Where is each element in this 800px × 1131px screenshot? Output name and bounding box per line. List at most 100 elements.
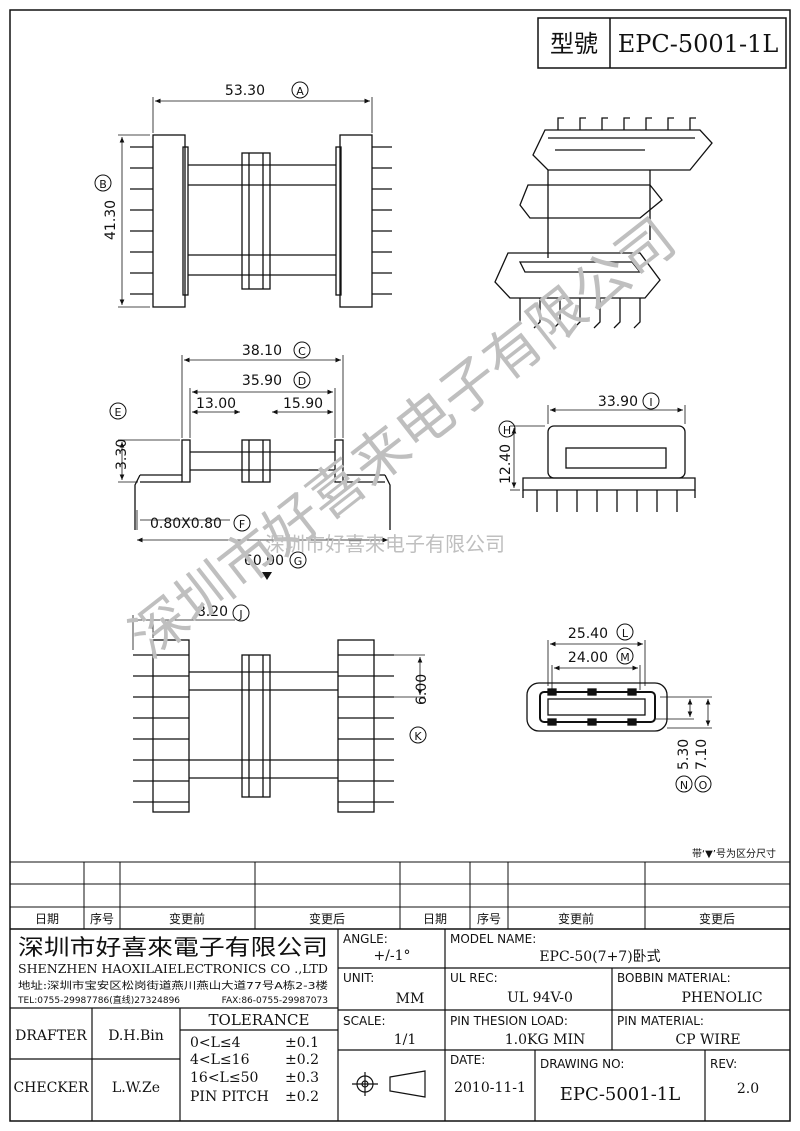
angle-value: +/-1° (373, 948, 410, 964)
tolerance-value-4: ±0.2 (285, 1089, 319, 1105)
label-d-badge: D (293, 371, 311, 389)
date-label: DATE: (450, 1053, 485, 1067)
tolerance-value-1: ±0.1 (285, 1035, 319, 1051)
pin-load-value: 1.0KG MIN (505, 1032, 585, 1048)
end-view (526, 640, 712, 732)
watermark-horizontal: 深圳市好喜来电子有限公司 (265, 532, 505, 556)
dim-j-value: 8.20 (197, 604, 228, 620)
distinguish-note: 带‘▼’号为区分尺寸 (692, 847, 776, 860)
dim-g-value: 60.00 (244, 553, 284, 569)
pin-load-label: PIN THESION LOAD: (450, 1014, 568, 1028)
dim-e-value: 3.30 (114, 439, 130, 470)
company-fax: FAX:86-0755-29987073 (222, 996, 328, 1006)
rev-before-right: 变更前 (558, 911, 594, 926)
revision-table (10, 861, 790, 930)
drawing-no-value: EPC-5001-1L (560, 1084, 680, 1105)
label-c-badge: C (293, 341, 311, 359)
rev-date-left: 日期 (35, 912, 59, 926)
dim-k-value: 6.00 (414, 674, 430, 705)
company-address: 地址:深圳市宝安区松岗街道燕川燕山大道77号A栋2-3楼 (18, 979, 328, 992)
dim-d-value: 35.90 (242, 373, 282, 389)
model-name-value: EPC-50(7+7)卧式 (539, 949, 660, 965)
svg-text:N: N (680, 779, 688, 792)
svg-text:H: H (503, 424, 511, 437)
rev-label: REV: (710, 1057, 737, 1071)
rev-seq-left: 序号 (90, 911, 114, 926)
front-view (118, 355, 391, 543)
label-n-badge: N (675, 775, 693, 793)
company-name-cn: 深圳市好喜來電子有限公司 (18, 936, 328, 961)
rev-after-left: 变更后 (309, 911, 345, 926)
drafter-label: DRAFTER (15, 1028, 87, 1044)
label-l-badge: L (616, 623, 634, 641)
dim-m-value: 24.00 (568, 650, 608, 666)
tolerance-range-4: PIN PITCH (190, 1089, 269, 1105)
label-a-badge: A (291, 81, 309, 99)
tolerance-value-3: ±0.3 (285, 1070, 319, 1086)
svg-text:K: K (414, 730, 422, 743)
date-value: 2010-11-1 (454, 1080, 526, 1096)
label-f-badge: F (233, 514, 251, 532)
watermark-diagonal: 深圳市好喜来电子有限公司 (119, 206, 689, 671)
svg-text:G: G (294, 555, 303, 568)
svg-text:J: J (238, 608, 242, 621)
dim-i-value: 33.90 (598, 394, 638, 410)
model-value: EPC-5001-1L (618, 30, 779, 58)
rev-seq-right: 序号 (477, 911, 501, 926)
dim-a-value: 53.30 (225, 83, 265, 99)
ul-rec-value: UL 94V-0 (507, 990, 573, 1006)
bobbin-material-value: PHENOLIC (681, 990, 762, 1006)
title-block-grid (10, 929, 790, 1121)
tolerance-title: TOLERANCE (209, 1011, 310, 1029)
sheet-border (9, 9, 791, 1122)
svg-text:E: E (115, 406, 122, 419)
tolerance-range-3: 16<L≤50 (190, 1070, 258, 1086)
unit-value: MM (396, 991, 425, 1007)
tolerance-range-2: 4<L≤16 (190, 1052, 250, 1068)
drafter-value: D.H.Bin (108, 1028, 164, 1044)
checker-label: CHECKER (13, 1080, 89, 1096)
top-view (118, 97, 392, 308)
rev-date-right: 日期 (423, 912, 447, 926)
scale-value: 1/1 (394, 1032, 417, 1048)
dim-n-value: 5.30 (676, 739, 692, 770)
drawing-no-label: DRAWING NO: (540, 1057, 624, 1071)
isometric-view (494, 117, 713, 329)
label-k-badge: K (409, 726, 427, 744)
distinguish-mark-icon (262, 572, 272, 580)
svg-text:L: L (622, 627, 629, 640)
dim-o-value: 7.10 (694, 739, 710, 770)
company-tel: TEL:0755-29987786(直线)27324896 (17, 994, 180, 1006)
unit-label: UNIT: (343, 971, 374, 985)
label-j-badge: J (232, 604, 250, 622)
rev-after-right: 变更后 (699, 911, 735, 926)
svg-text:B: B (99, 178, 107, 191)
rev-before-left: 变更前 (169, 911, 205, 926)
dim-c-value: 38.10 (242, 343, 282, 359)
pin-material-label: PIN MATERIAL: (617, 1014, 704, 1028)
checker-value: L.W.Ze (112, 1080, 160, 1096)
label-m-badge: M (616, 647, 634, 665)
model-label: 型號 (550, 30, 598, 58)
dim-h-value: 12.40 (498, 444, 514, 484)
model-name-label: MODEL NAME: (450, 932, 536, 946)
company-name-en: SHENZHEN HAOXILAIELECTRONICS CO .,LTD (18, 962, 328, 976)
svg-text:D: D (298, 375, 306, 388)
side-view (510, 405, 696, 512)
rev-value: 2.0 (737, 1081, 759, 1097)
tolerance-range-1: 0<L≤4 (190, 1035, 241, 1051)
label-i-badge: I (642, 392, 660, 410)
bobbin-material-label: BOBBIN MATERIAL: (617, 971, 731, 985)
svg-text:C: C (298, 345, 306, 358)
dim-b-value: 41.30 (103, 200, 119, 240)
dim-d1-value: 13.00 (196, 396, 236, 412)
svg-text:I: I (649, 396, 652, 409)
svg-text:O: O (699, 779, 708, 792)
label-e-badge: E (109, 402, 127, 420)
svg-text:A: A (296, 85, 304, 98)
projection-symbol-icon (352, 1070, 426, 1098)
label-o-badge: O (694, 775, 712, 793)
label-g-badge: G (289, 551, 307, 569)
svg-text:F: F (239, 518, 245, 531)
